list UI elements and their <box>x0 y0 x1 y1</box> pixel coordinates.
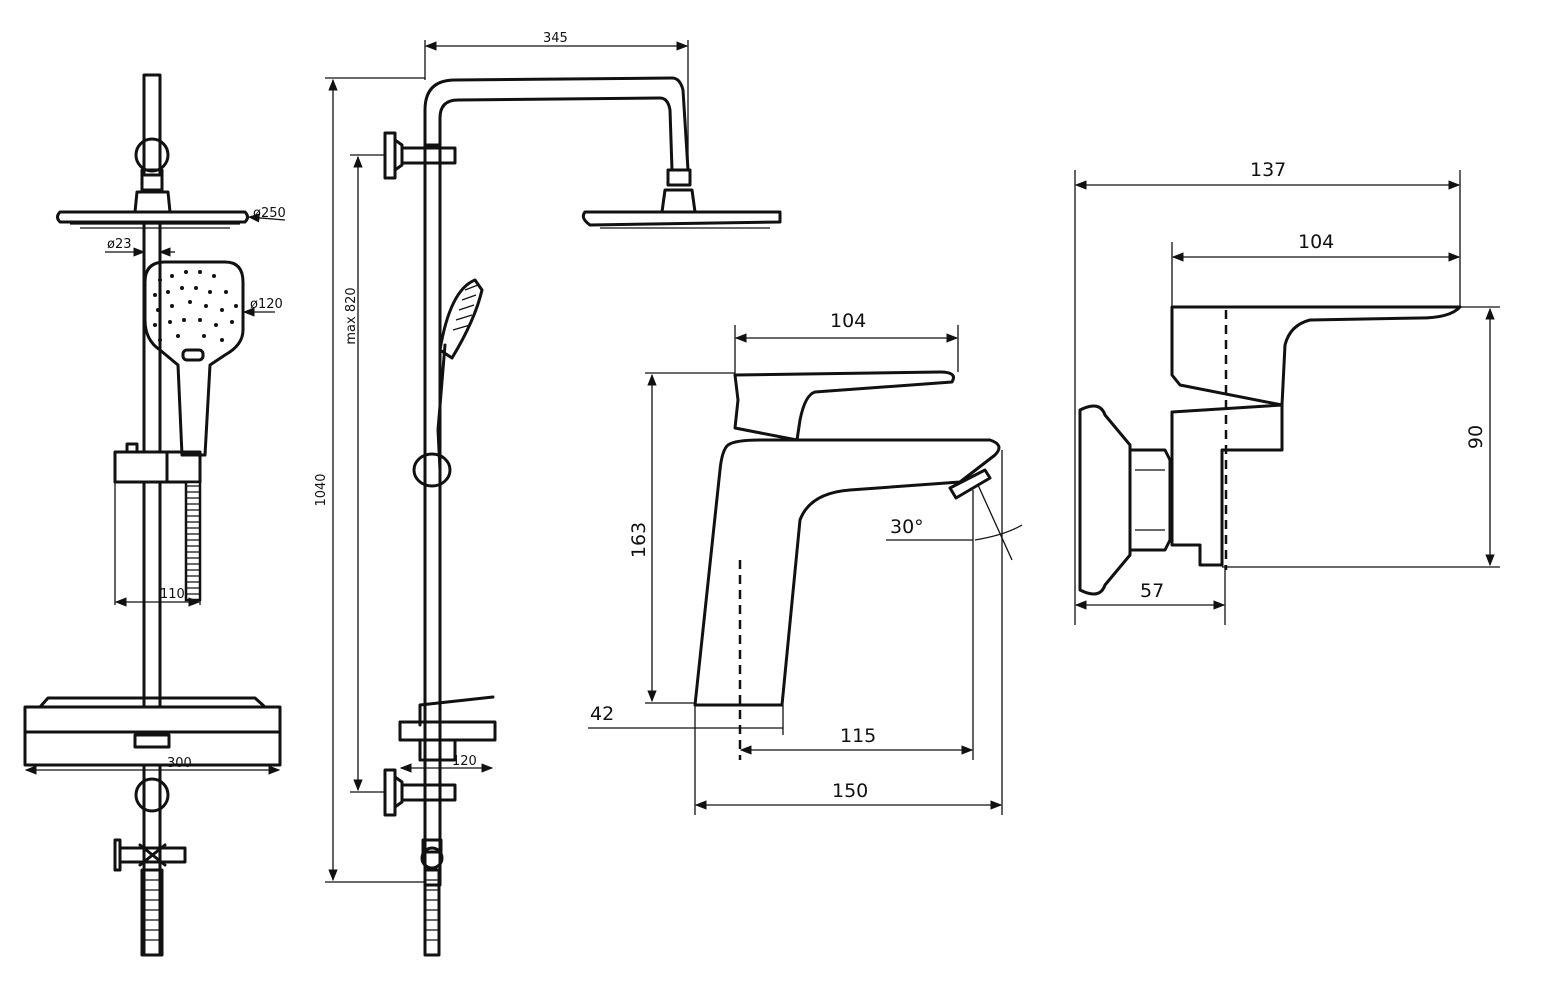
basin-mixer-lever <box>733 370 955 442</box>
shower-side-view: 120 345 1040 max 820 <box>314 31 782 957</box>
label-mixer-depth: 120 <box>452 754 477 769</box>
label-spout-reach: 115 <box>840 725 876 747</box>
side-riser-pipe <box>423 143 442 887</box>
label-arm-reach: 345 <box>543 31 568 46</box>
label-wall-height: 90 <box>1465 425 1487 449</box>
label-slider-width: 110 <box>160 587 185 602</box>
side-slider <box>412 452 452 488</box>
hand-shower <box>143 260 245 457</box>
wall-flange <box>1078 404 1132 596</box>
label-hand-shower-diameter: ø120 <box>250 297 283 312</box>
hand-shower-nozzles <box>153 270 238 342</box>
label-total-depth: 150 <box>832 780 868 802</box>
label-base-height: 42 <box>590 703 614 725</box>
side-wall-bracket-top <box>383 131 457 180</box>
label-shelf-width: 300 <box>167 756 192 771</box>
shower-front-view: ø23 ø120 ø250 110 300 <box>23 73 286 957</box>
wall-mixer-body <box>1170 403 1284 567</box>
label-lever-length: 104 <box>830 310 866 332</box>
rain-head-hub <box>133 190 172 214</box>
side-wall-bracket-bottom <box>383 768 457 817</box>
hex-nut <box>1128 448 1172 552</box>
side-hand-shower <box>436 278 484 472</box>
side-rain-head <box>581 210 782 227</box>
side-mixer-body <box>398 720 497 762</box>
label-bracket-spacing: max 820 <box>344 287 359 344</box>
label-wall-total-depth: 137 <box>1250 159 1286 181</box>
rain-shower-head <box>56 210 249 224</box>
label-pipe-diameter: ø23 <box>107 237 132 252</box>
aerator <box>948 468 992 500</box>
wall-bracket-top <box>134 137 170 173</box>
label-total-height: 1040 <box>314 473 329 506</box>
label-height: 163 <box>628 522 650 558</box>
label-spout-angle: 30° <box>890 516 924 538</box>
basin-mixer-view: 104 163 42 30° 115 150 <box>588 310 1023 815</box>
wall-mixer-lever <box>1170 305 1462 407</box>
basin-mixer-body <box>693 438 1001 707</box>
shower-arm <box>423 76 690 172</box>
riser-pipe <box>142 220 162 454</box>
soap-shelf <box>23 696 282 767</box>
wall-mixer-view: 137 104 90 57 <box>1074 159 1500 625</box>
label-head-diameter: ø250 <box>253 206 286 221</box>
label-wall-offset: 57 <box>1140 580 1164 602</box>
label-wall-lever-length: 104 <box>1298 231 1334 253</box>
wall-bracket-bottom <box>134 777 170 813</box>
diverter <box>113 838 187 872</box>
upper-pipe <box>142 73 162 177</box>
